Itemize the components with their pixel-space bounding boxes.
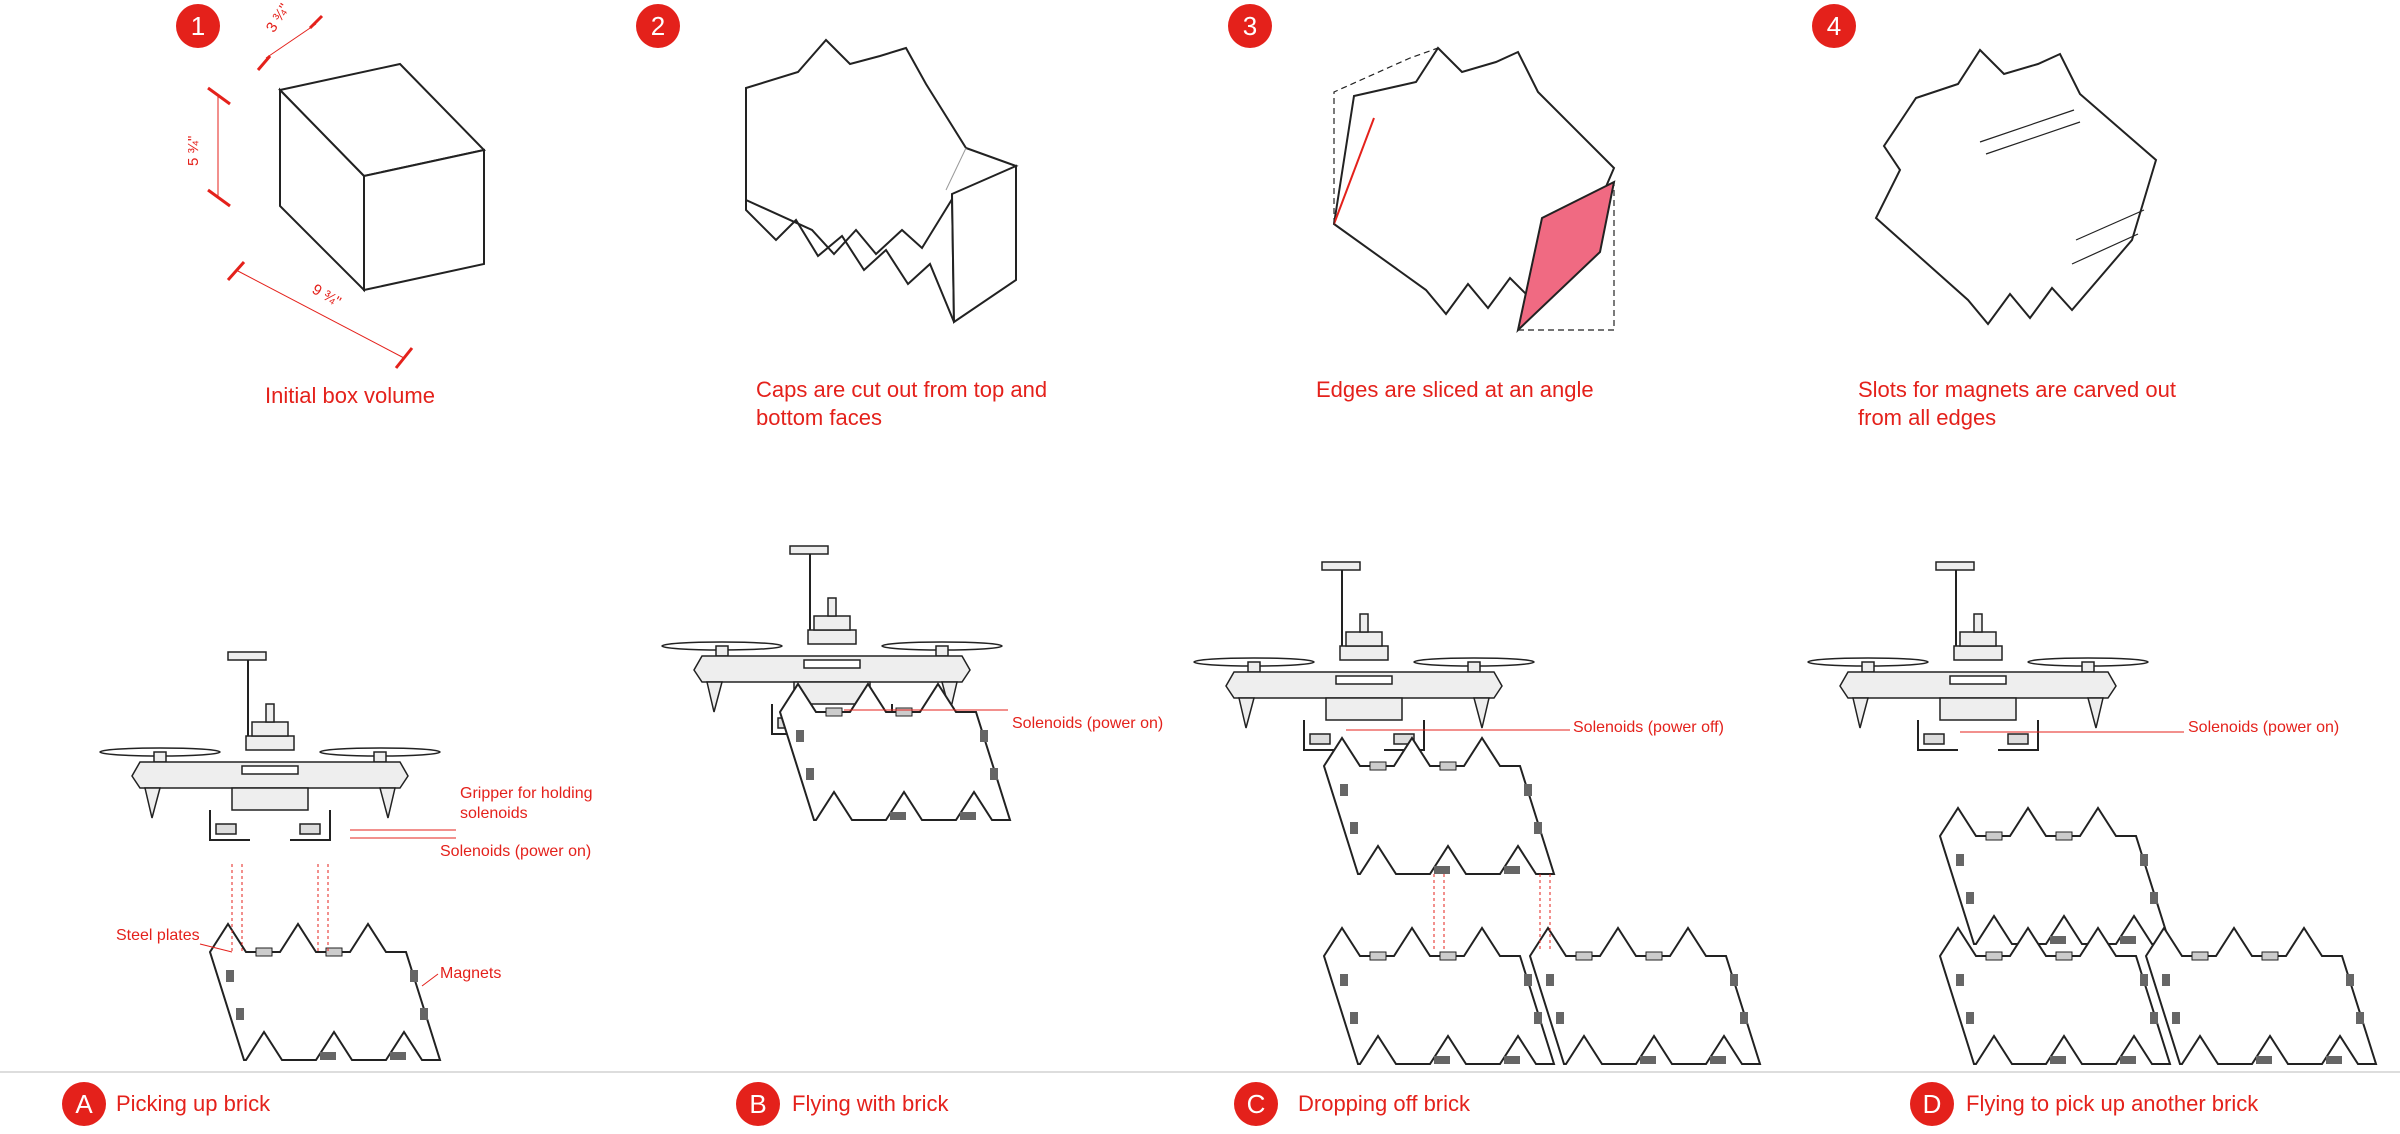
phase-a-badge: A [62, 1082, 106, 1126]
phase-c-brick-carried [1323, 737, 1555, 875]
phase-d-brick-lower-left [1939, 927, 2171, 1065]
step-4-caption: Slots for magnets are carved out from al… [1858, 377, 2176, 430]
phase-d-badge: D [1910, 1082, 1954, 1126]
gripper-annotation: Gripper for holding solenoids [460, 785, 593, 822]
phase-c-brick-lower-right [1529, 927, 1761, 1065]
step-4-brick [1874, 48, 2158, 326]
solenoids-a-annotation: Solenoids (power on) [440, 843, 592, 860]
step-2-caption: Caps are cut out from top and bottom fac… [756, 377, 1048, 430]
step-3-badge: 3 [1228, 4, 1272, 48]
phase-c-brick-lower-left [1323, 927, 1555, 1065]
phase-c-leaders [1346, 729, 1570, 950]
step-2-brick [745, 38, 1019, 324]
solenoids-d-annotation: Solenoids (power on) [2188, 719, 2340, 736]
phase-c-label: Dropping off brick [1298, 1091, 1471, 1116]
step-1-caption: Initial box volume [265, 383, 435, 408]
phase-d-brick-lower-right [2145, 927, 2377, 1065]
steel-plates-annotation: Steel plates [116, 927, 200, 944]
step-3-brick [1332, 46, 1616, 333]
magnets-annotation: Magnets [440, 965, 502, 982]
step-1-badge: 1 [176, 4, 220, 48]
phase-d-drone [1807, 561, 2149, 751]
step-3-caption: Edges are sliced at an angle [1316, 377, 1594, 402]
phase-d-brick-top [1939, 807, 2171, 945]
phase-a-drone [99, 651, 441, 841]
phase-d-label: Flying to pick up another brick [1966, 1091, 2259, 1116]
solenoids-c-annotation: Solenoids (power off) [1573, 719, 1724, 736]
phase-a-leaders [199, 829, 456, 987]
phase-c-badge: C [1234, 1082, 1278, 1126]
phase-a-brick [209, 923, 441, 1061]
phase-c-drone [1193, 561, 1535, 751]
phase-b-label: Flying with brick [792, 1091, 949, 1116]
phase-a-label: Picking up brick [116, 1091, 271, 1116]
solenoids-b-annotation: Solenoids (power on) [1012, 715, 1164, 732]
phase-b-badge: B [736, 1082, 780, 1126]
step-2-badge: 2 [636, 4, 680, 48]
step-4-badge: 4 [1812, 4, 1856, 48]
step-1-box [207, 14, 486, 369]
